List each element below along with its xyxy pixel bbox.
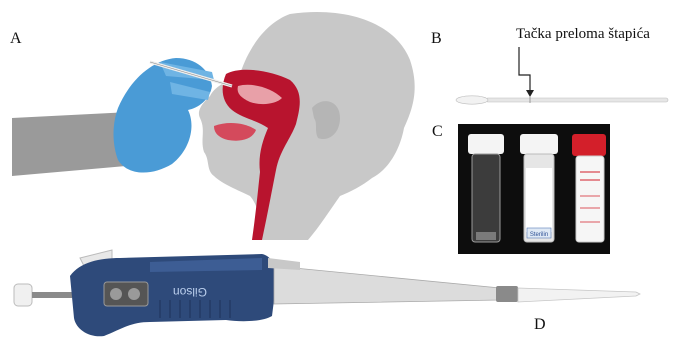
panel-label-d: D	[534, 316, 546, 334]
pipette-shaft	[274, 266, 500, 304]
panel-label-a: A	[10, 30, 22, 48]
panel-label-b: B	[431, 30, 442, 48]
tube-clear-body	[472, 154, 500, 242]
swab-shaft	[486, 98, 668, 102]
swab-break-point-callout: Tačka preloma štapića	[516, 26, 650, 43]
pipette-tip	[518, 288, 640, 302]
panel-b-swab	[456, 47, 668, 104]
panel-label-c: C	[432, 123, 443, 141]
panel-d-pipette: Gilson	[14, 250, 640, 336]
callout-arrow-head	[526, 90, 534, 97]
callout-arrow	[519, 47, 530, 92]
tip-ejector-ring	[496, 286, 518, 302]
tube-clear-cap	[468, 134, 504, 154]
tube-red-body	[576, 156, 604, 242]
panel-a-illustration	[12, 12, 415, 240]
pipette-plunger-button	[14, 284, 32, 306]
tube-brand-label: Sterilin	[530, 232, 548, 238]
tube-white-cap	[520, 134, 558, 154]
tube-white-label	[526, 168, 552, 232]
tube-red-cap	[572, 134, 606, 156]
swab-tip	[456, 96, 488, 104]
pipette-brand-label: Gilson	[173, 285, 207, 299]
panel-c-tubes: Sterilin	[458, 124, 610, 254]
